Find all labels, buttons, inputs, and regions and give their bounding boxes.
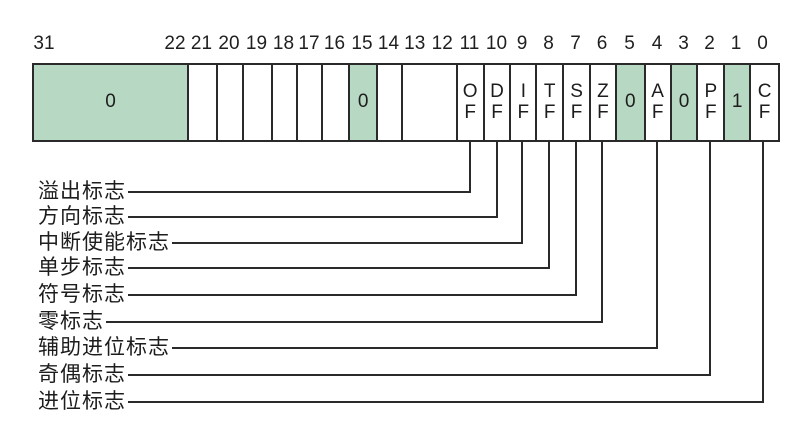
bit-number-11: 11: [459, 33, 480, 54]
bit-number-13: 13: [404, 33, 426, 54]
register-cell-bits-3: 0: [671, 65, 699, 140]
connector-vline-ZF: [601, 141, 603, 323]
flag-label-CF: 进位标志: [38, 390, 126, 413]
register-cell-bits-18: [273, 65, 298, 140]
flag-row-DF: 方向标志: [38, 204, 498, 230]
register-cell-value: 0: [357, 91, 369, 113]
register-cell-value: 0: [624, 91, 636, 113]
flag-label-OF: 溢出标志: [38, 180, 126, 203]
register-cell-bits-2: P F: [698, 65, 726, 140]
bit-number-0: 0: [757, 33, 768, 54]
register-box: 0 0 O F D F I F T F S F Z F 0 A F 0 P F 1 C F: [32, 63, 780, 142]
register-cell-bits-8: T F: [537, 65, 565, 140]
flag-label-ZF: 零标志: [38, 310, 104, 333]
bit-number-9: 9: [516, 33, 528, 54]
bit-number-17: 17: [298, 33, 320, 54]
bit-number-31: 31: [33, 33, 55, 54]
connector-vline-CF: [762, 141, 764, 403]
register-cell-value: 0: [678, 91, 690, 113]
register-cell-value: 0: [105, 91, 116, 113]
connector-hline-IF: [172, 242, 523, 244]
flag-row-ZF: 零标志: [38, 309, 603, 335]
register-cell-bits-7: S F: [564, 65, 591, 140]
bit-number-16: 16: [323, 33, 346, 54]
connector-hline-TF: [128, 267, 550, 269]
bit-number-14: 14: [377, 33, 400, 54]
bit-number-6: 6: [596, 33, 608, 54]
bit-number-10: 10: [485, 33, 508, 54]
connector-vline-OF: [469, 141, 471, 193]
register-cell-value: C F: [757, 80, 772, 123]
register-cell-bits-11: O F: [458, 65, 485, 140]
register-cell-bits-10: D F: [485, 65, 512, 140]
flag-row-TF: 单步标志: [38, 255, 550, 281]
flag-label-AF: 辅助进位标志: [38, 336, 170, 359]
register-cell-bits-4: A F: [646, 65, 672, 140]
register-cell-value: S F: [570, 80, 583, 123]
bit-number-7: 7: [570, 33, 581, 54]
register-cell-bits-14: [378, 65, 403, 140]
bit-number-22: 22: [164, 33, 186, 54]
connector-hline-AF: [172, 347, 658, 349]
bit-number-5: 5: [624, 33, 635, 54]
flag-row-CF: 进位标志: [38, 389, 764, 415]
flag-label-PF: 奇偶标志: [38, 363, 126, 386]
bit-number-15: 15: [351, 33, 373, 54]
register-cell-value: P F: [704, 80, 718, 123]
bit-number-1: 1: [730, 33, 742, 54]
register-cell-bits-0: C F: [751, 65, 778, 140]
flag-label-SF: 符号标志: [38, 283, 126, 306]
register-cell-bits-19: [244, 65, 273, 140]
flag-row-PF: 奇偶标志: [38, 362, 711, 388]
bit-number-4: 4: [651, 33, 663, 54]
connector-vline-SF: [575, 141, 577, 296]
register-cell-value: I F: [517, 80, 530, 123]
register-cell-bits-31-22: 0: [34, 65, 190, 140]
register-cell-bits-9: I F: [511, 65, 538, 140]
flag-label-DF: 方向标志: [38, 205, 126, 228]
connector-hline-OF: [128, 191, 471, 193]
connector-vline-AF: [656, 141, 658, 349]
register-cell-bits-16: [323, 65, 351, 140]
bit-number-19: 19: [245, 33, 268, 54]
flag-row-AF: 辅助进位标志: [38, 335, 658, 361]
bit-number-21: 21: [190, 33, 213, 54]
bit-number-18: 18: [272, 33, 295, 54]
connector-hline-PF: [128, 374, 711, 376]
flag-label-IF: 中断使能标志: [38, 231, 170, 254]
register-cell-bits-1: 1: [725, 65, 752, 140]
register-cell-value: D F: [490, 80, 504, 123]
connector-vline-TF: [548, 141, 550, 269]
bit-number-3: 3: [678, 33, 689, 54]
register-cell-bits-13-12: [403, 65, 458, 140]
register-cell-bits-21: [189, 65, 218, 140]
connector-vline-DF: [496, 141, 498, 218]
register-cell-value: T F: [543, 80, 556, 123]
connector-hline-CF: [128, 401, 764, 403]
register-cell-value: Z F: [597, 80, 609, 123]
bit-number-12: 12: [431, 33, 453, 54]
register-cell-value: O F: [462, 80, 478, 123]
connector-vline-IF: [521, 141, 523, 244]
flag-row-IF: 中断使能标志: [38, 230, 523, 256]
flag-row-OF: 溢出标志: [38, 179, 471, 205]
register-cell-bits-6: Z F: [591, 65, 617, 140]
flag-row-SF: 符号标志: [38, 282, 577, 308]
bit-number-8: 8: [543, 33, 554, 54]
register-cell-value: A F: [651, 80, 664, 123]
connector-hline-ZF: [106, 321, 603, 323]
flag-label-TF: 单步标志: [38, 256, 126, 279]
connector-hline-SF: [128, 294, 577, 296]
register-cell-bits-20: [218, 65, 244, 140]
bit-number-20: 20: [218, 33, 240, 54]
register-cell-bits-5: 0: [616, 65, 646, 140]
register-cell-bits-17: [298, 65, 324, 140]
connector-hline-DF: [128, 216, 498, 218]
connector-vline-PF: [709, 141, 711, 376]
register-cell-bits-15: 0: [350, 65, 379, 140]
register-cell-value: 1: [731, 91, 743, 113]
bit-number-2: 2: [704, 33, 715, 54]
